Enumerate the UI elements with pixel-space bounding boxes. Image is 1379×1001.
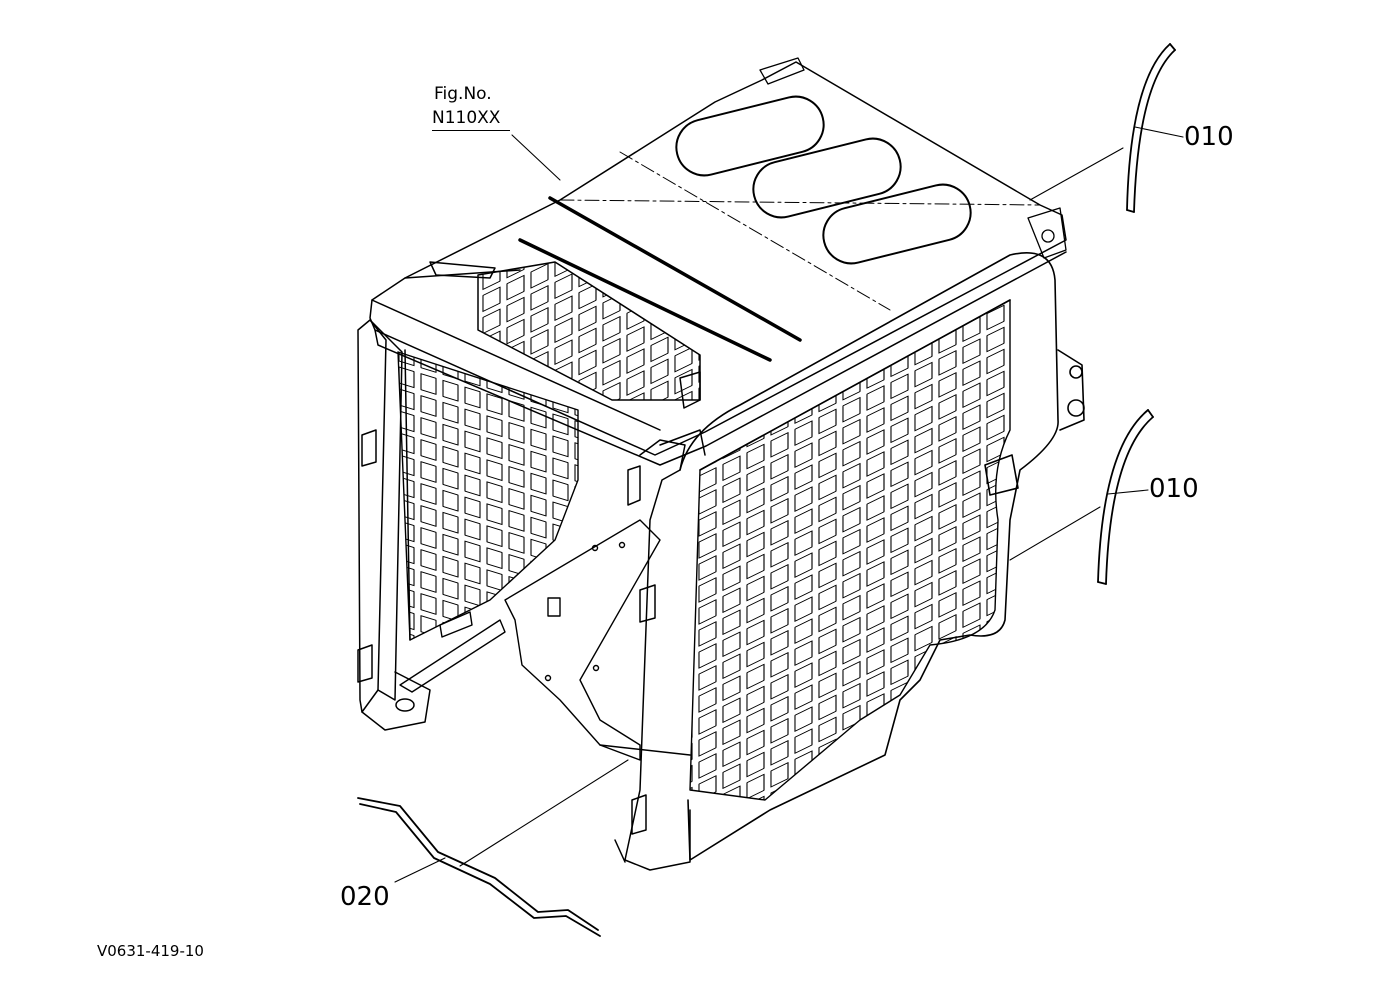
- seal-strip-upper: [1126, 43, 1176, 213]
- figure-title: Fig.No.: [434, 84, 492, 104]
- drawing-code: V0631-419-10: [97, 942, 204, 960]
- cab-roof: [369, 57, 1067, 466]
- callout-part-010-lower: 010: [1149, 474, 1199, 504]
- figure-number: N110XX: [432, 110, 510, 131]
- front-right-pillar: [614, 429, 706, 871]
- floor-plate: [399, 519, 691, 761]
- callout-part-020: 020: [340, 882, 390, 912]
- right-side-mesh: [689, 299, 1011, 801]
- roof-vent-grid: [477, 261, 701, 401]
- leader-lines: [394, 126, 1184, 883]
- left-mesh: [397, 351, 579, 641]
- callout-part-010-upper: 010: [1184, 122, 1234, 152]
- seal-strip-lower: [1097, 409, 1154, 585]
- floor-seal-strip: [357, 797, 601, 937]
- roof-front-edge: [371, 261, 701, 431]
